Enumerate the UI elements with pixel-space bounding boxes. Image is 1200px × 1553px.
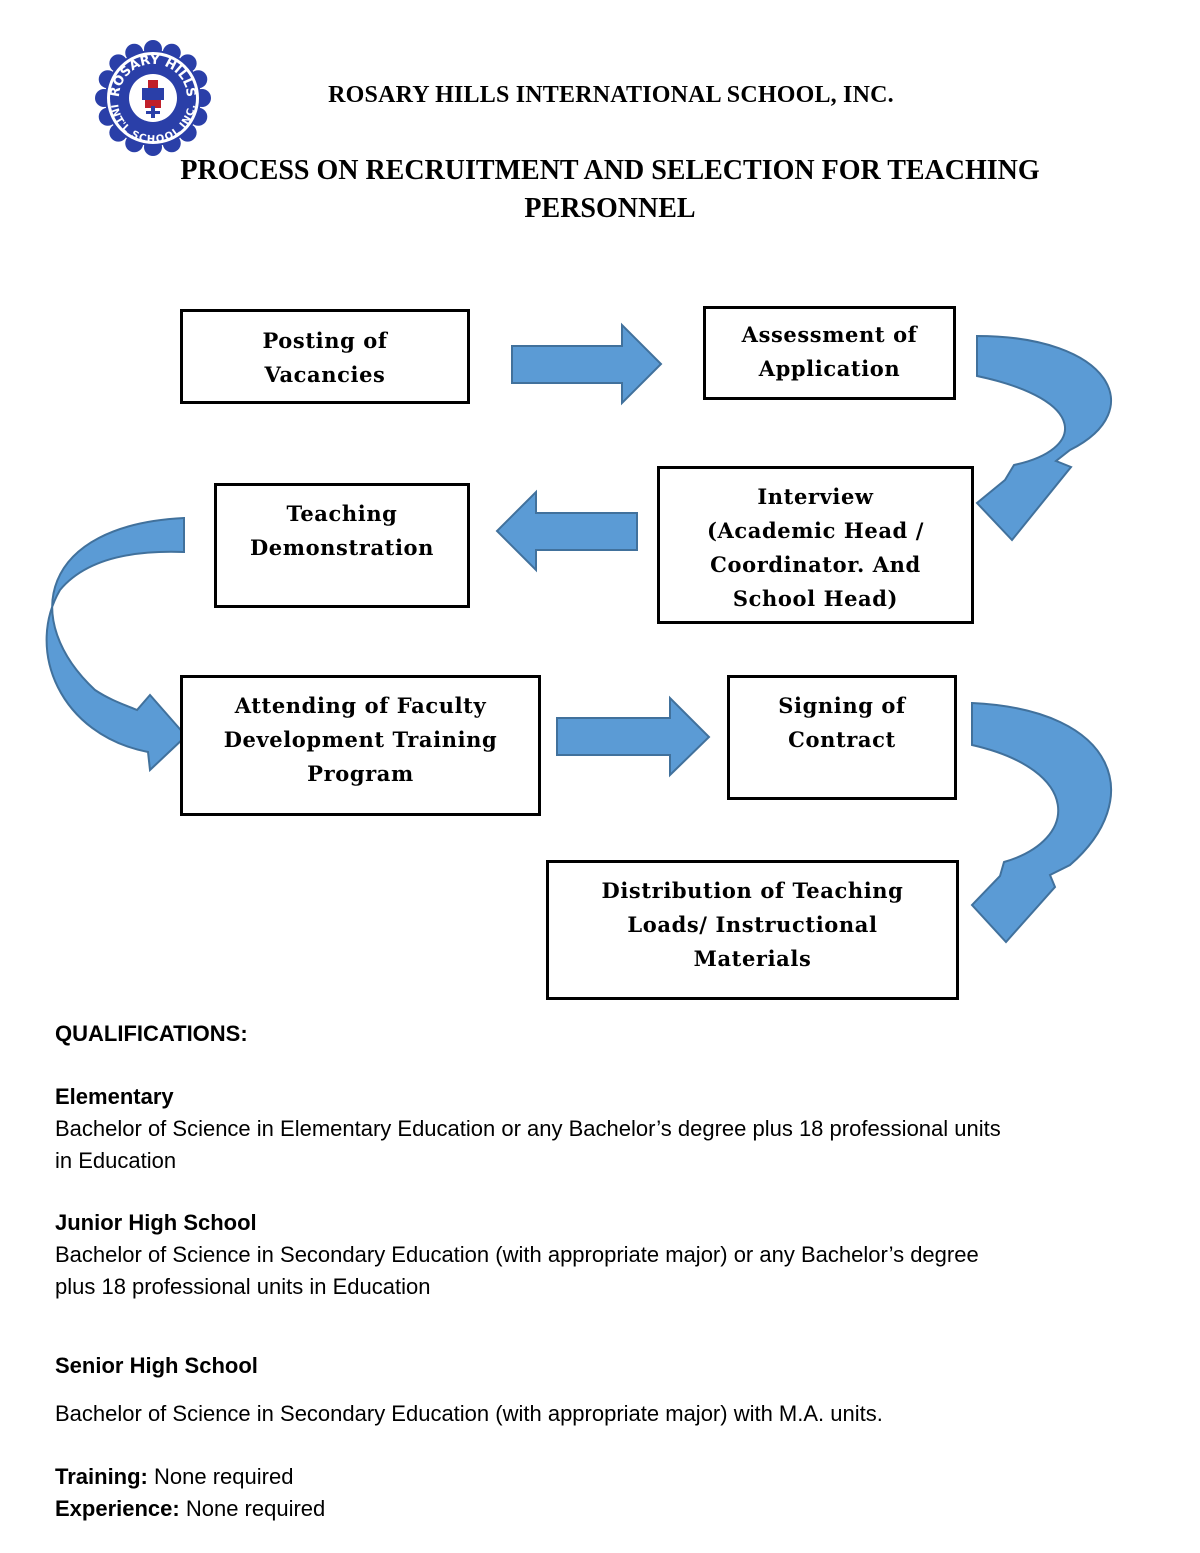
level-text-senior-high: Bachelor of Science in Secondary Educati… [55, 1401, 883, 1426]
curved-arrow-down-right-1-icon [975, 334, 1112, 542]
training-label: Training: [55, 1464, 148, 1489]
level-text-line: in Education [55, 1148, 177, 1173]
experience-line: Experience: None required [55, 1493, 1165, 1525]
step-line: Development Training [223, 727, 498, 752]
curved-arrow-down-right-2-icon [970, 701, 1113, 944]
step-line: Loads/ Instructional [627, 912, 878, 937]
qualification-junior-high: Junior High School Bachelor of Science i… [55, 1207, 1165, 1303]
step-line: (Academic Head / [706, 518, 925, 543]
step-line: Distribution of Teaching [601, 878, 904, 903]
step-assessment-of-application: Assessment of Application [703, 306, 956, 400]
step-line: Attending of Faculty [234, 693, 487, 718]
step-line: Coordinator. And [710, 552, 921, 577]
step-line: Application [758, 356, 901, 381]
logo-emblem-icon [142, 80, 164, 118]
step-posting-of-vacancies: Posting of Vacancies [180, 309, 470, 404]
level-text-line: Bachelor of Science in Elementary Educat… [55, 1116, 1001, 1141]
step-signing-of-contract: Signing of Contract [727, 675, 957, 800]
experience-label: Experience: [55, 1496, 180, 1521]
level-heading: Elementary [55, 1084, 174, 1109]
level-text-line: plus 18 professional units in Education [55, 1274, 431, 1299]
step-line: Assessment of [741, 322, 918, 347]
step-line: Signing of [778, 693, 906, 718]
school-name: ROSARY HILLS INTERNATIONAL SCHOOL, INC. [328, 82, 894, 108]
curved-arrow-down-left-icon [45, 516, 188, 773]
level-heading: Junior High School [55, 1210, 257, 1235]
step-line: Materials [693, 946, 812, 971]
arrow-right-3-icon [556, 695, 711, 778]
document-title: PROCESS ON RECRUITMENT AND SELECTION FOR… [180, 155, 1040, 224]
step-line: Contract [788, 727, 896, 752]
step-line: Teaching [286, 501, 398, 526]
qualifications-heading: QUALIFICATIONS: [55, 1021, 248, 1046]
step-line: Posting of [262, 328, 388, 353]
step-line: School Head) [732, 586, 899, 611]
level-heading-senior-high: Senior High School [55, 1353, 258, 1378]
training-line: Training: None required [55, 1461, 1165, 1493]
arrow-left-2-icon [495, 489, 638, 573]
level-text-line: Bachelor of Science in Secondary Educati… [55, 1242, 979, 1267]
school-logo: ROSARY HILLS INT'L SCHOOL INC. [95, 40, 211, 156]
step-line: Demonstration [249, 535, 434, 560]
arrow-right-1-icon [511, 322, 663, 406]
step-line: Program [307, 761, 414, 786]
experience-value: None required [179, 1496, 326, 1521]
requirements: Training: None required Experience: None… [55, 1461, 1165, 1525]
step-interview: Interview (Academic Head / Coordinator. An… [657, 466, 974, 624]
qualification-elementary: Elementary Bachelor of Science in Elemen… [55, 1081, 1165, 1177]
step-line: Vacancies [264, 362, 386, 387]
training-value: None required [147, 1464, 294, 1489]
step-line: Interview [757, 484, 874, 509]
